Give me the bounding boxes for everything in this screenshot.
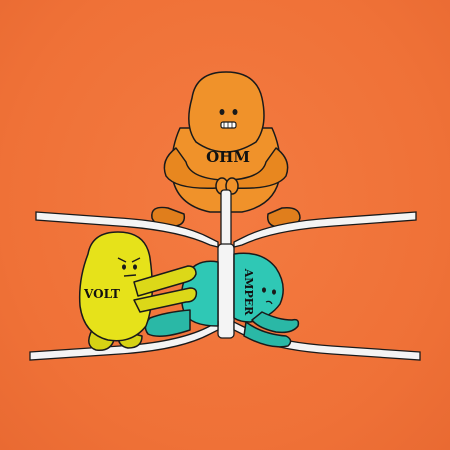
amper-face	[262, 287, 276, 305]
amper-right-eye	[272, 289, 276, 295]
volt-body	[78, 231, 153, 342]
amper-right-arm	[251, 311, 300, 334]
resistor-strip	[217, 189, 235, 339]
amper-left-leg	[144, 309, 191, 337]
volt-eyebrows	[117, 257, 141, 263]
ohm-left-arm	[163, 147, 223, 189]
volt-character	[78, 231, 198, 352]
volt-face	[117, 257, 141, 277]
ohm-right-arm	[229, 147, 289, 189]
amper-left-eye	[262, 287, 266, 293]
amper-character	[144, 252, 300, 348]
ohm-teeth	[220, 121, 237, 129]
amper-label: AMPER	[242, 268, 255, 316]
bottom-wire-left	[29, 320, 219, 361]
bottom-wire	[29, 320, 421, 361]
volt-lower-arm	[133, 287, 198, 313]
ohm-face	[219, 109, 238, 129]
resistor-upper	[220, 189, 232, 247]
ohm-label: OHM	[206, 148, 250, 166]
ohm-head	[188, 71, 265, 153]
ohm-character	[151, 71, 301, 228]
amper-mouth	[265, 300, 273, 305]
amper-right-leg	[243, 321, 292, 348]
volt-label: VOLT	[83, 287, 120, 301]
volt-mouth	[123, 274, 137, 277]
ohm-left-eye	[219, 109, 225, 115]
bottom-wire-right	[233, 320, 421, 361]
resistor-lower	[217, 243, 235, 339]
amper-right-half	[233, 252, 284, 323]
volt-upper-arm	[133, 265, 197, 297]
top-wire-right	[233, 211, 417, 248]
volt-right-eye	[133, 264, 137, 270]
volt-left-eye	[122, 264, 126, 270]
ohm-right-eye	[232, 109, 238, 115]
